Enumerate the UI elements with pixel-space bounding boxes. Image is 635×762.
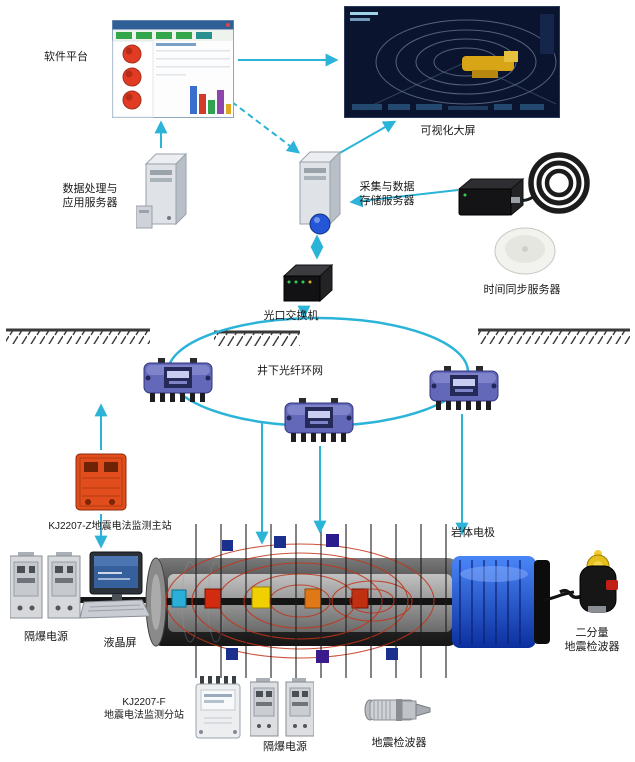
main-station [72,450,130,514]
label-substation-f-line1: KJ2207-F [122,697,166,708]
connector-arrows [94,53,469,549]
label-substation-f-line2: 地震电法监测分站 [104,710,184,721]
label-lcd-screen: 液晶屏 [103,637,137,649]
app-server [136,150,190,234]
power-box-icon [250,678,314,737]
tunnel-borehole [145,556,550,648]
time-sync-device-icon [457,152,590,275]
label-storage-server: 采集与数据 存储服务器 [344,180,430,209]
ground-hatching [6,328,630,346]
label-fiber-ring: 井下光纤环网 [257,365,323,377]
label-power-left: 隔爆电源 [24,631,68,643]
label-geophone-2c-line2: 地震检波器 [564,641,620,654]
seismic-geophone [362,688,434,732]
electric-field-lines [165,543,435,659]
server-tower-icon [136,152,188,229]
substation-f-icon [195,676,241,739]
two-component-geophone [558,548,630,626]
label-app-server-line2: 应用服务器 [62,197,118,210]
label-rock-electrode: 岩体电极 [451,527,495,539]
geophone-cylinder-icon [364,699,431,721]
label-app-server-line1: 数据处理与 [62,183,118,195]
label-main-station: KJ2207-Z地震电法监测主站 [48,521,172,532]
substation-f [192,674,244,742]
sensor-blocks [222,534,398,663]
lcd-workstation [80,550,152,632]
optical-switch [278,260,334,306]
label-software-platform: 软件平台 [44,51,88,63]
power-box-icon [10,552,81,619]
storage-server [290,148,344,236]
label-optical-switch: 光口交换机 [263,310,319,322]
label-geophone: 地震检波器 [371,737,427,749]
software-dashboard-icon [112,20,234,118]
label-storage-server-line2: 存储服务器 [359,195,415,208]
power-supply-left [10,550,82,624]
power-supply-bottom [250,678,314,740]
substation-icon [284,398,354,442]
label-substation-f: KJ2207-F 地震电法监测分站 [92,696,196,722]
label-geophone-2c: 二分量 地震检波器 [550,626,634,655]
ring-substation-right [428,364,500,414]
left-cable [56,597,158,603]
ring-substation-left [142,356,214,406]
tunnel-visualization-icon [344,6,560,118]
software-platform-window [112,20,234,118]
label-storage-server-line1: 采集与数据 [359,181,415,193]
label-big-screen: 可视化大屏 [420,125,476,137]
substation-icon [429,366,499,410]
label-geophone-2c-line1: 二分量 [575,627,609,639]
ring-substation-center [283,396,355,446]
label-power-bottom: 隔爆电源 [263,741,307,753]
label-app-server: 数据处理与 应用服务器 [46,182,134,211]
substation-icon [143,358,213,402]
main-station-icon [75,453,127,511]
big-screen [344,6,560,118]
label-time-sync-server: 时间同步服务器 [483,284,561,296]
time-sync-server [455,145,595,277]
switch-icon [282,263,334,303]
geophone-2c-icon [559,550,618,613]
server-tower-icon [298,150,342,235]
monitor-icon [80,551,151,619]
